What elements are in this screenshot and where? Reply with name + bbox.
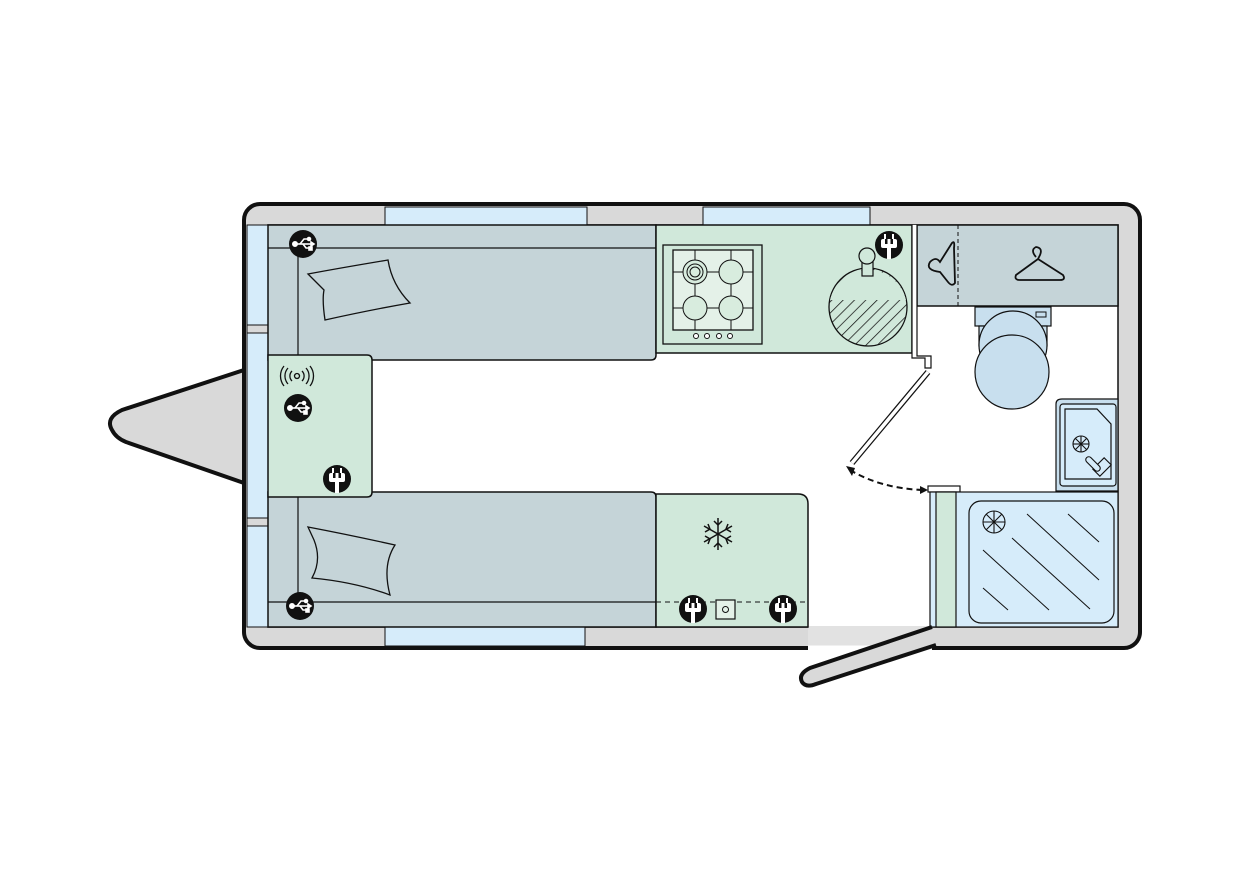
drain-icon	[982, 510, 1006, 534]
socket-icon	[875, 231, 903, 259]
tap-icon	[858, 247, 876, 265]
shower-tray	[968, 500, 1115, 624]
hob	[662, 244, 763, 345]
front-chest	[267, 354, 373, 498]
snowflake-icon	[703, 518, 733, 550]
window-bottom	[384, 626, 586, 647]
pillow-top	[306, 259, 412, 321]
fridge-unit	[655, 493, 809, 628]
washbasin	[1055, 398, 1119, 492]
a-frame-hitch	[108, 368, 246, 485]
tap-icon	[1085, 456, 1112, 477]
door-swing-arc	[849, 469, 923, 491]
kitchen-sink	[828, 247, 908, 347]
window-front	[246, 224, 269, 628]
window-frame	[246, 517, 269, 527]
hanger-icon	[1014, 246, 1065, 281]
bed-top	[267, 224, 657, 361]
wifi-icon	[279, 365, 315, 387]
window-frame	[246, 324, 269, 334]
pillow-bottom	[306, 526, 397, 597]
tv-socket-icon	[715, 599, 736, 620]
entrance-door[interactable]	[799, 625, 937, 688]
toilet	[974, 306, 1052, 410]
usb-icon	[285, 591, 315, 621]
hanger-icon	[927, 241, 956, 286]
socket-icon	[679, 595, 707, 623]
socket-icon	[769, 595, 797, 623]
usb-icon	[288, 229, 318, 259]
partition-wall	[911, 225, 932, 369]
shower-screen	[935, 491, 957, 628]
drain-icon	[1072, 435, 1090, 453]
socket-icon	[323, 465, 351, 493]
window-top-2	[702, 206, 871, 226]
shower-tray-glare	[982, 513, 1100, 611]
partition-wall	[927, 485, 961, 493]
window-top-1	[384, 206, 588, 226]
usb-icon	[283, 393, 313, 423]
wardrobe	[916, 224, 1119, 307]
